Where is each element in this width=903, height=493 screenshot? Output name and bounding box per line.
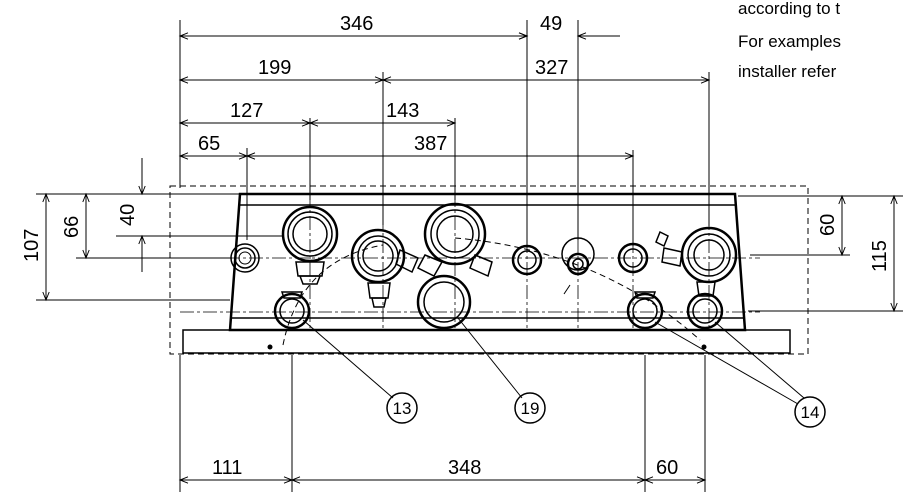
- dim-346: 346: [340, 13, 373, 35]
- drain-14-left: [626, 291, 664, 330]
- drain-14-right: [686, 281, 724, 330]
- dim-49: 49: [540, 13, 562, 35]
- callouts: 13 19 14: [302, 317, 826, 428]
- dimension-lines: [42, 32, 898, 484]
- drain-13: [273, 291, 311, 330]
- callout-19-label: 19: [521, 399, 540, 418]
- dim-115: 115: [869, 240, 891, 272]
- note-line-2: For examples: [738, 32, 841, 51]
- fitting-large-3: [416, 202, 493, 278]
- fitting-large-right: [655, 226, 738, 284]
- fittings: [230, 202, 738, 330]
- dimension-labels: 346 49 199 327 127 143 65 387 107 66 40 …: [21, 13, 891, 479]
- opening-19: [416, 274, 472, 330]
- dim-387: 387: [414, 133, 447, 155]
- dim-143: 143: [386, 100, 419, 122]
- dim-107: 107: [21, 229, 43, 262]
- dim-60-bottom: 60: [656, 457, 678, 479]
- dim-327: 327: [535, 57, 568, 79]
- callout-13-label: 13: [393, 399, 412, 418]
- housing: [169, 185, 809, 355]
- fitting-large-1: [281, 205, 339, 285]
- dim-66: 66: [61, 216, 83, 238]
- callout-14-label: 14: [801, 403, 820, 422]
- dim-40: 40: [117, 204, 139, 226]
- callout-19: 19: [514, 392, 546, 424]
- callout-14: 14: [794, 396, 826, 428]
- dim-348: 348: [448, 457, 481, 479]
- dim-60-right: 60: [817, 214, 839, 236]
- extension-lines: [36, 20, 903, 492]
- dim-127: 127: [230, 100, 263, 122]
- dim-65: 65: [198, 133, 220, 155]
- dim-199: 199: [258, 57, 291, 79]
- callout-13: 13: [386, 392, 418, 424]
- note-line-3: installer refer: [738, 62, 837, 81]
- dim-111: 111: [212, 457, 242, 479]
- fitting-large-2: [350, 228, 419, 308]
- note-line-1: according to t: [738, 0, 840, 18]
